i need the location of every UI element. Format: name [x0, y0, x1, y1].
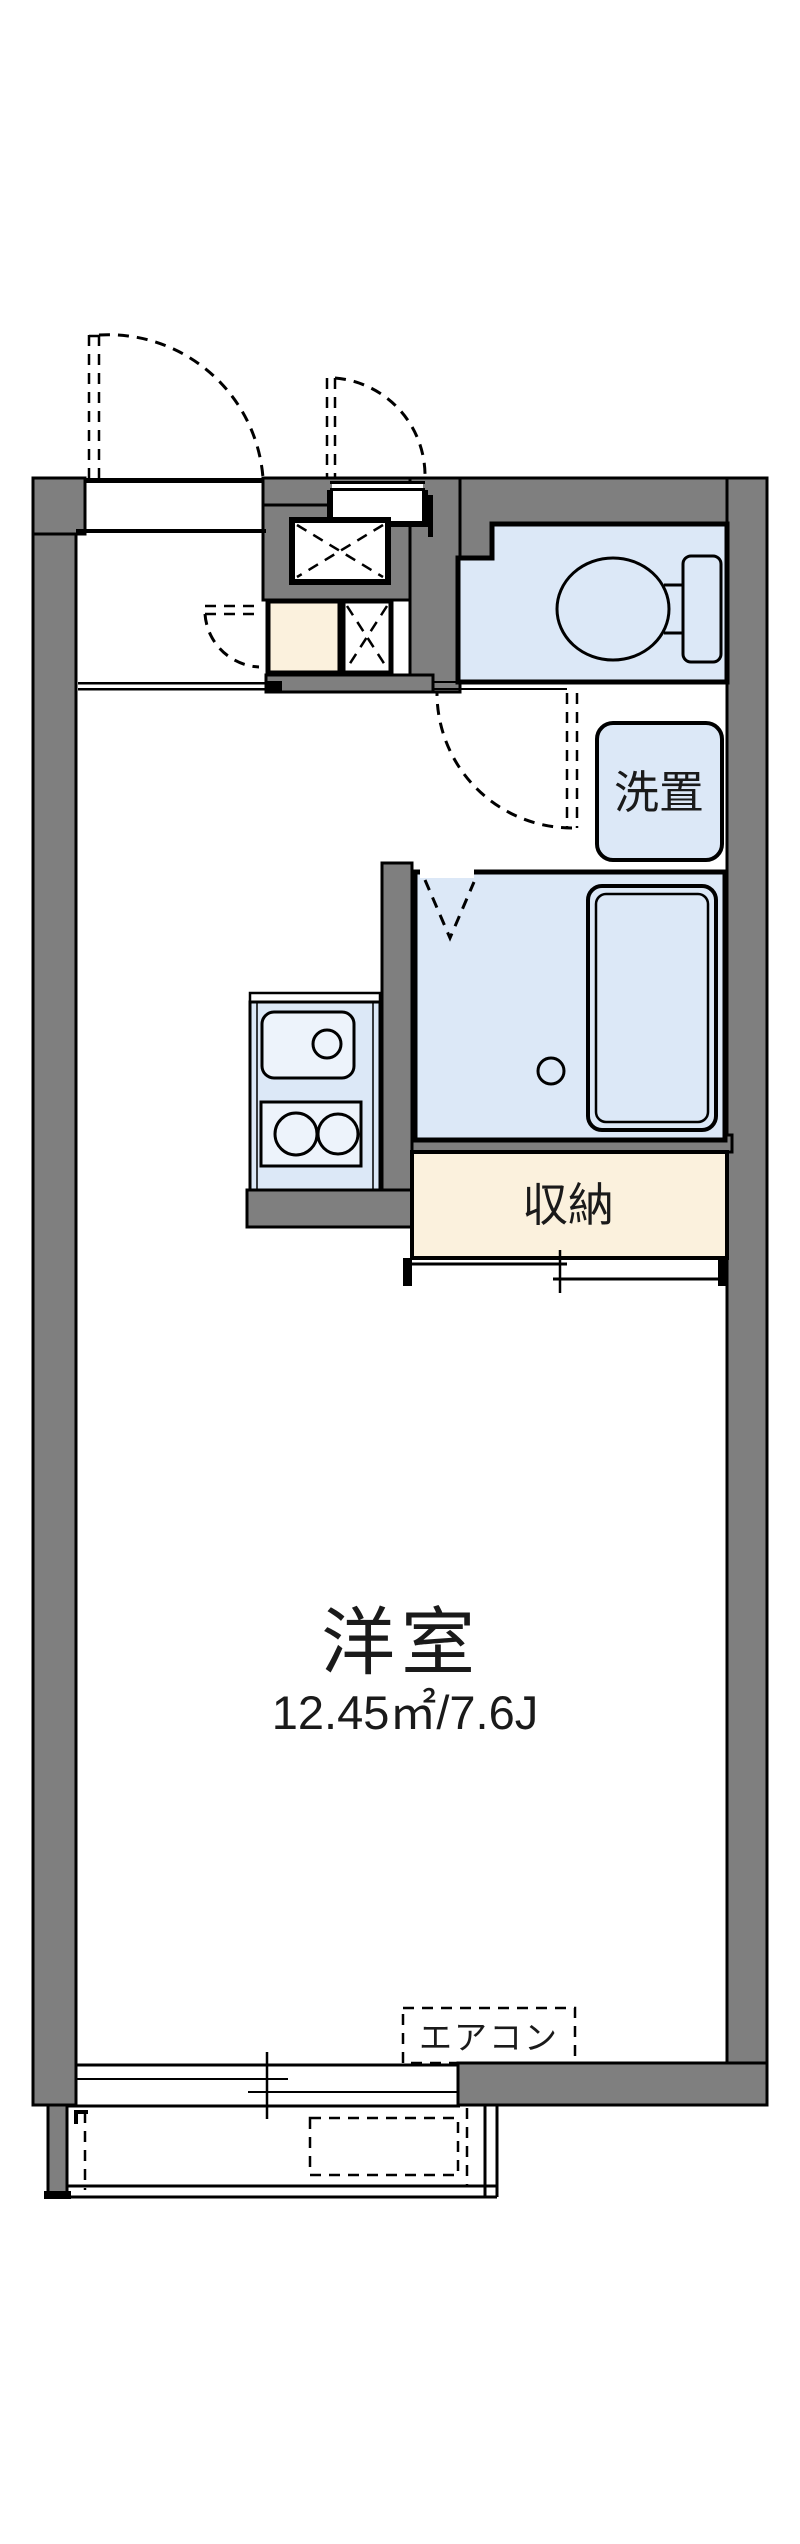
aircon-label: エアコン [419, 2019, 559, 2056]
service-door-arc [334, 376, 427, 479]
stove-burner-left [273, 1111, 319, 1157]
washer-door-arc [203, 613, 260, 669]
shoe-cabinet-x1 [296, 523, 384, 579]
balcony-hatch-box [308, 2116, 460, 2177]
wall-kitchen-bottom [245, 1188, 414, 1229]
storage-closet: 収納 [403, 1150, 729, 1293]
storage-closet-floor [410, 1150, 729, 1260]
bathtub-inner-rim [594, 892, 710, 1124]
balcony [67, 2105, 499, 2199]
aircon-box [401, 2006, 577, 2065]
corridor-boundary-cap [266, 681, 282, 693]
bathroom [412, 867, 728, 1143]
washer-station-box [595, 721, 724, 862]
bathroom-door-opening [420, 867, 474, 878]
wall-left-balcony-cap [44, 2191, 71, 2199]
entrance-area [76, 333, 433, 585]
wall-bottom-right [456, 2061, 769, 2107]
closet-door-cap-right [718, 1258, 727, 1286]
window-south [67, 2052, 460, 2119]
main-room-size: 12.45㎡/7.6J [272, 1686, 539, 1739]
kitchen-faucet [311, 1028, 343, 1060]
entrance-threshold-line [85, 478, 263, 483]
corridor-boundary-line1 [78, 682, 266, 685]
wall-kitchen-bath-divider [380, 861, 414, 1229]
step-recess-left [327, 490, 333, 527]
wall-right [725, 476, 769, 2107]
bathtub [586, 884, 718, 1132]
storage-closet-label: 収納 [522, 1179, 614, 1231]
corridor-x-box-x2 [345, 605, 389, 669]
toilet-door-arc [435, 692, 573, 830]
bathroom-folding-door [423, 879, 476, 942]
service-threshold-line2 [330, 488, 425, 491]
stove-burner-right [316, 1112, 360, 1156]
service-threshold-line1 [330, 481, 425, 484]
balcony-left-bracket-h [74, 2110, 88, 2114]
toilet-tank [681, 554, 723, 664]
washing-machine-box [265, 598, 343, 676]
corridor-x-box-x1 [345, 605, 389, 669]
main-room: 洋室 12.45㎡/7.6J エアコン [272, 1601, 577, 2065]
wall-corner-top-left [31, 476, 87, 536]
entrance-door-arc [98, 333, 265, 479]
balcony-left-bracket-v [74, 2110, 78, 2124]
wall-left-balcony [46, 2103, 69, 2197]
corridor-boundary-line2 [78, 688, 266, 691]
shoe-cabinet [289, 517, 391, 585]
toilet-room [433, 521, 730, 830]
toilet-bowl [555, 556, 671, 662]
kitchen-sink [260, 1010, 356, 1080]
shoe-cabinet-x2 [296, 523, 384, 579]
wall-left [31, 476, 78, 2107]
washer-station-label: 洗置 [614, 767, 704, 818]
kitchen-unit [248, 991, 382, 1192]
main-room-label: 洋室 [321, 1601, 481, 1684]
wall-corridor-band [264, 673, 435, 694]
genkan-step-line [76, 529, 266, 533]
corridor [78, 598, 394, 693]
bath-drain [536, 1056, 566, 1086]
closet-door-cap-left [403, 1258, 412, 1286]
washer-station: 洗置 [595, 721, 724, 862]
step-recess-right [422, 490, 428, 527]
step-recess-bracket [428, 495, 433, 537]
